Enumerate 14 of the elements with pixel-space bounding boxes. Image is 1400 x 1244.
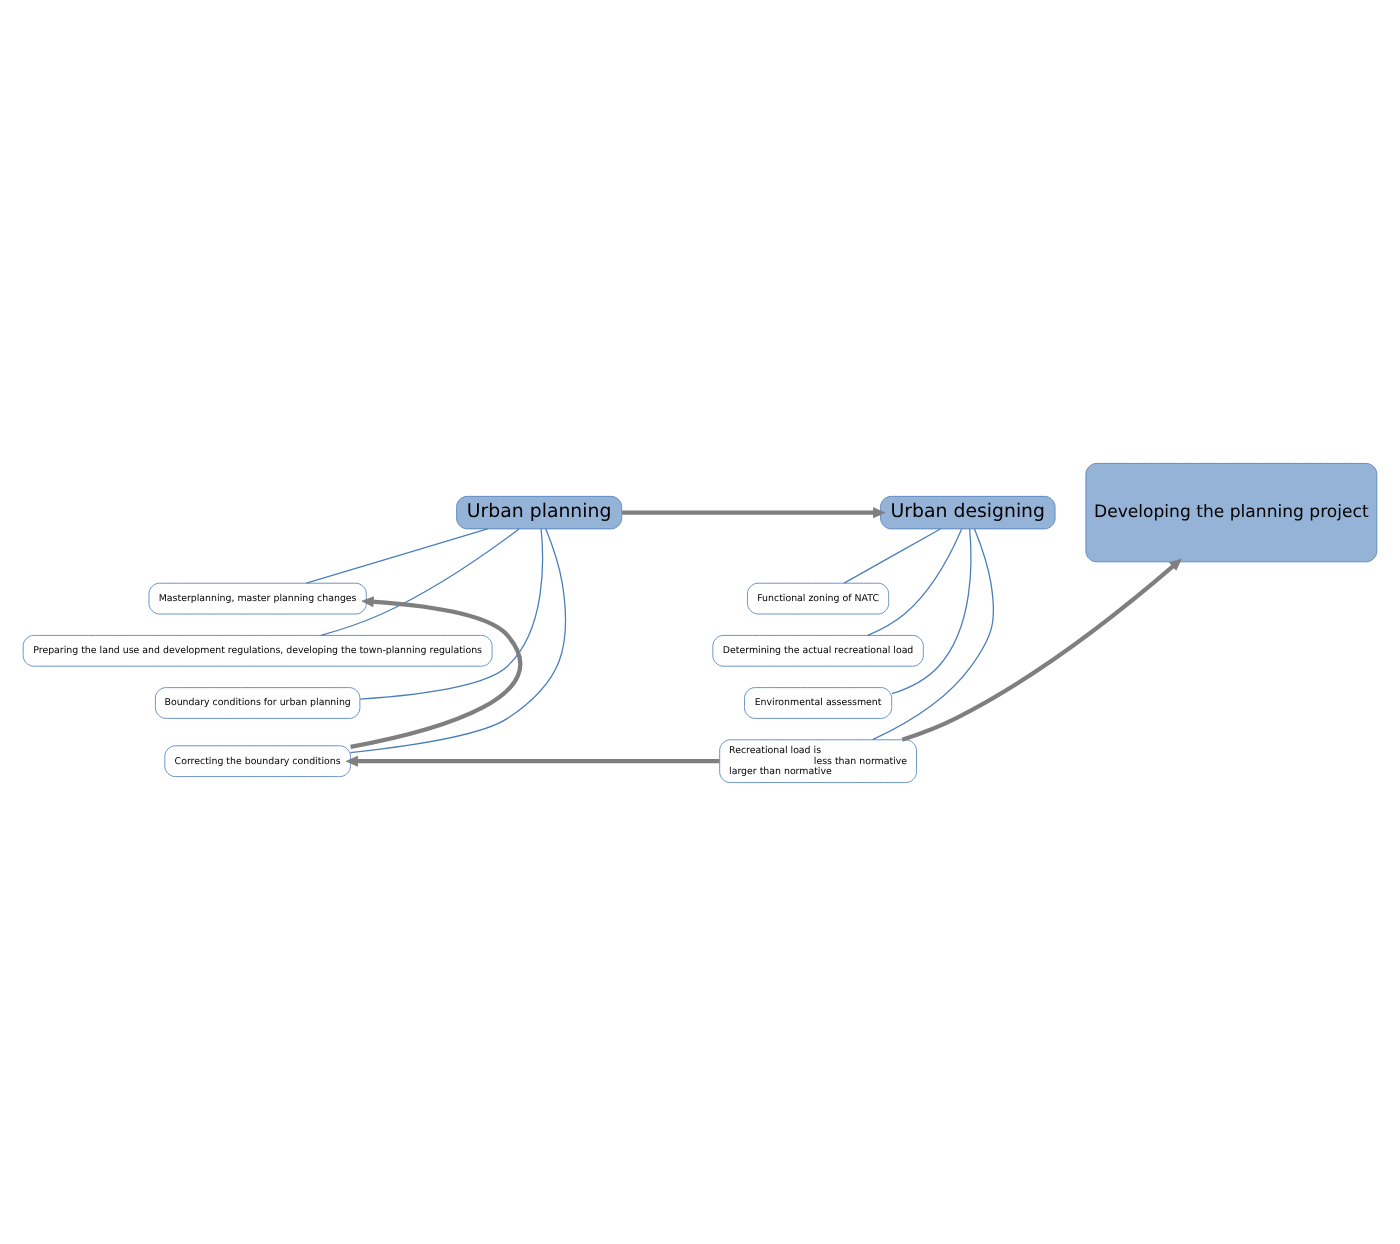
connector [891,527,972,694]
arrow [901,557,1183,741]
connector [320,527,520,635]
arrow [345,754,720,766]
connector [359,527,544,699]
arrow [622,506,886,518]
connector [349,527,567,753]
node-box: Developing the planning project [1085,462,1378,562]
node-box: Urban designing [880,494,1056,529]
node-box: Urban planning [456,494,623,529]
arrow [350,595,523,749]
connector [305,527,489,583]
connector [872,527,995,740]
connector [843,527,941,583]
